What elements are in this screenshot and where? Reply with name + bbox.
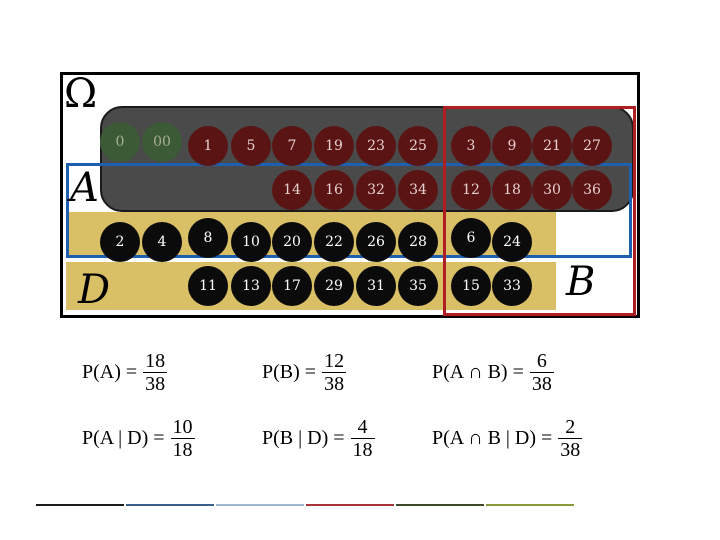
omega-label: Ω (64, 71, 98, 117)
number-ball-17: 17 (272, 266, 312, 306)
number-ball-21: 21 (532, 126, 572, 166)
number-ball-23: 23 (356, 126, 396, 166)
denominator: 38 (529, 372, 554, 395)
number-ball-29: 29 (314, 266, 354, 306)
number-ball-30: 30 (532, 170, 572, 210)
footer-stripe (126, 504, 214, 506)
formula-p-a-and-b: P(A ∩ B) = 6 38 (432, 350, 554, 395)
number-ball-14: 14 (272, 170, 312, 210)
footer-stripe (36, 504, 124, 506)
fraction: 6 38 (529, 350, 554, 395)
number-ball-7: 7 (272, 126, 312, 166)
formula-lhs: P(B) = (262, 361, 317, 383)
number-ball-11: 11 (188, 266, 228, 306)
fraction: 12 38 (322, 350, 347, 395)
numerator: 10 (172, 416, 193, 438)
number-ball-0: 0 (100, 122, 140, 162)
number-ball-28: 28 (398, 222, 438, 262)
number-ball-4: 4 (142, 222, 182, 262)
footer-stripe (486, 504, 574, 506)
formula-lhs: P(A ∩ B) = (432, 361, 524, 383)
formula-p-b-given-d: P(B | D) = 4 18 (262, 416, 375, 461)
denominator: 18 (170, 438, 195, 461)
number-ball-9: 9 (492, 126, 532, 166)
numerator: 6 (536, 350, 547, 372)
number-ball-8: 8 (188, 218, 228, 258)
footer-stripe (216, 504, 304, 506)
number-ball-13: 13 (231, 266, 271, 306)
formula-lhs: P(A ∩ B | D) = (432, 427, 553, 449)
number-ball-32: 32 (356, 170, 396, 210)
formula-p-a-and-b-given-d: P(A ∩ B | D) = 2 38 (432, 416, 583, 461)
denominator: 18 (350, 438, 375, 461)
denominator: 38 (143, 372, 168, 395)
number-ball-20: 20 (272, 222, 312, 262)
fraction: 18 38 (143, 350, 168, 395)
number-ball-33: 33 (492, 266, 532, 306)
number-ball-6: 6 (451, 218, 491, 258)
number-ball-25: 25 (398, 126, 438, 166)
number-ball-1: 1 (188, 126, 228, 166)
fraction: 2 38 (558, 416, 583, 461)
set-a-label: A (70, 165, 99, 211)
footer-stripe (306, 504, 394, 506)
formula-p-a-given-d: P(A | D) = 10 18 (82, 416, 195, 461)
set-a-box (66, 163, 632, 258)
number-ball-31: 31 (356, 266, 396, 306)
number-ball-18: 18 (492, 170, 532, 210)
fraction: 4 18 (350, 416, 375, 461)
denominator: 38 (322, 372, 347, 395)
numerator: 18 (145, 350, 166, 372)
numerator: 4 (357, 416, 368, 438)
number-ball-27: 27 (572, 126, 612, 166)
number-ball-5: 5 (231, 126, 271, 166)
number-ball-15: 15 (451, 266, 491, 306)
fraction: 10 18 (170, 416, 195, 461)
formula-lhs: P(B | D) = (262, 427, 345, 449)
formula-p-b: P(B) = 12 38 (262, 350, 347, 395)
number-ball-12: 12 (451, 170, 491, 210)
number-ball-26: 26 (356, 222, 396, 262)
number-ball-10: 10 (231, 222, 271, 262)
set-b-box (443, 106, 636, 316)
numerator: 12 (324, 350, 345, 372)
formula-lhs: P(A | D) = (82, 427, 165, 449)
number-ball-22: 22 (314, 222, 354, 262)
denominator: 38 (558, 438, 583, 461)
number-ball-36: 36 (572, 170, 612, 210)
number-ball-3: 3 (451, 126, 491, 166)
set-b-label: B (566, 259, 596, 305)
numerator: 2 (565, 416, 576, 438)
number-ball-35: 35 (398, 266, 438, 306)
footer-stripe (396, 504, 484, 506)
number-ball-19: 19 (314, 126, 354, 166)
formula-p-a: P(A) = 18 38 (82, 350, 168, 395)
set-d-label: D (78, 267, 111, 313)
number-ball-16: 16 (314, 170, 354, 210)
formula-lhs: P(A) = (82, 361, 138, 383)
number-ball-34: 34 (398, 170, 438, 210)
number-ball-00: 00 (142, 122, 182, 162)
number-ball-24: 24 (492, 222, 532, 262)
number-ball-2: 2 (100, 222, 140, 262)
